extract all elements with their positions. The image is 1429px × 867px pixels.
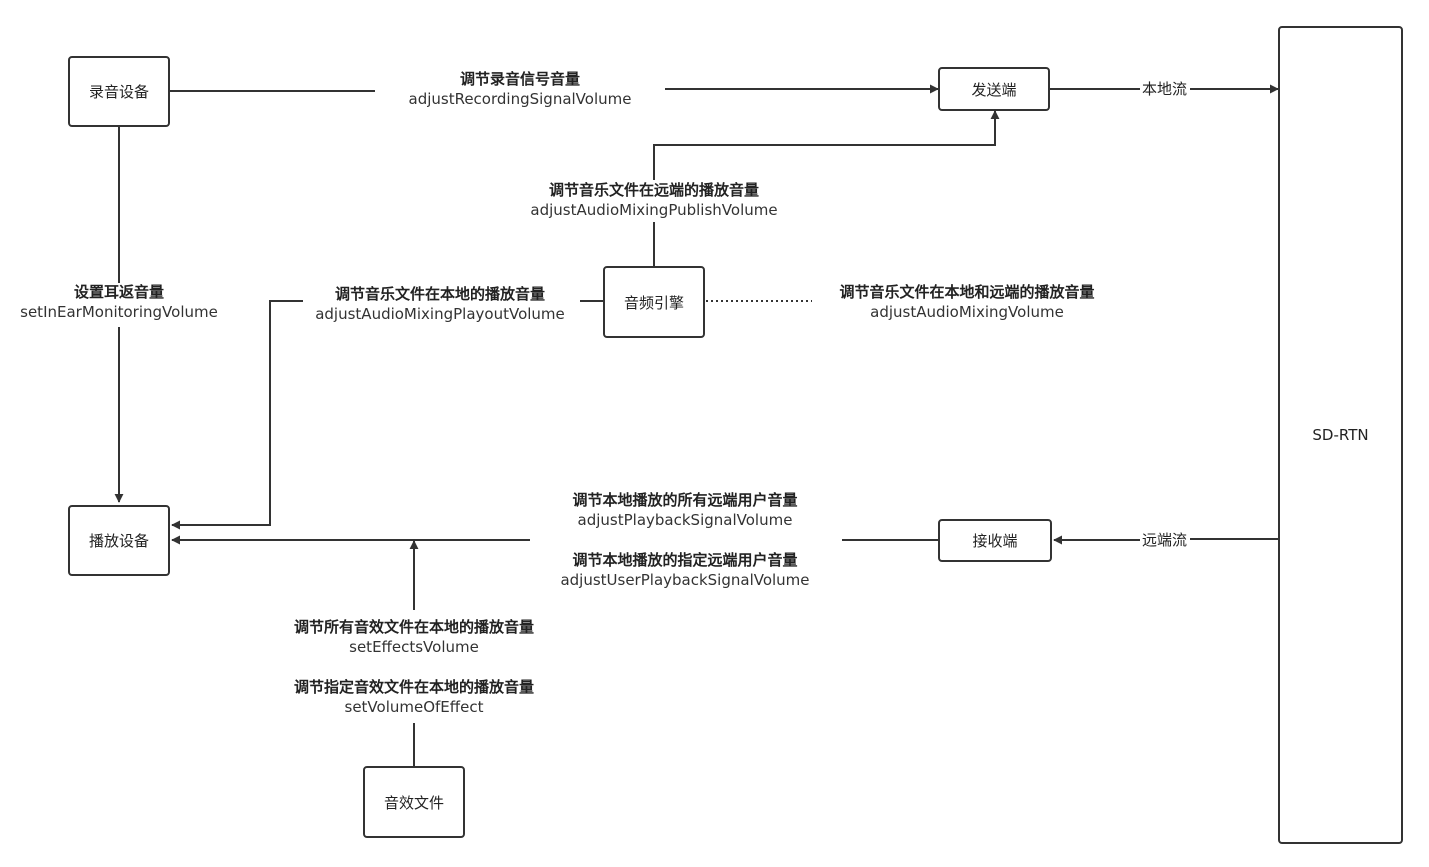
recording-device-node: 录音设备 <box>68 56 170 127</box>
api-en-label: adjustPlaybackSignalVolume <box>577 511 793 529</box>
api-audio-mixing-playout-volume: 调节音乐文件在本地的播放音量 adjustAudioMixingPlayoutV… <box>305 284 575 324</box>
api-en-label: adjustAudioMixingVolume <box>870 303 1064 321</box>
api-audio-mixing-volume: 调节音乐文件在本地和远端的播放音量 adjustAudioMixingVolum… <box>816 282 1118 322</box>
api-recording-signal-volume: 调节录音信号音量 adjustRecordingSignalVolume <box>380 69 660 109</box>
api-zh-label: 调节本地播放的所有远端用户音量 <box>572 491 798 509</box>
api-zh-label: 调节音乐文件在本地的播放音量 <box>334 285 545 303</box>
receiver-node: 接收端 <box>938 519 1052 562</box>
api-in-ear-monitoring-volume: 设置耳返音量 setInEarMonitoringVolume <box>4 282 234 322</box>
api-zh-label: 调节音乐文件在远端的播放音量 <box>548 181 759 199</box>
api-zh-label: 调节录音信号音量 <box>459 70 580 88</box>
playback-device-node: 播放设备 <box>68 505 170 576</box>
api-en-label: adjustUserPlaybackSignalVolume <box>560 571 810 589</box>
api-playback-signal-volume: 调节本地播放的所有远端用户音量 adjustPlaybackSignalVolu… <box>535 490 835 530</box>
local-stream-label: 本地流 <box>1141 79 1189 99</box>
api-en-label: adjustAudioMixingPublishVolume <box>530 201 778 219</box>
api-zh-label: 调节本地播放的指定远端用户音量 <box>572 551 798 569</box>
api-en-label: adjustRecordingSignalVolume <box>408 90 632 108</box>
edge-engine-to-sender-b <box>653 110 1000 180</box>
api-zh-label: 调节指定音效文件在本地的播放音量 <box>293 678 534 696</box>
api-en-label: setEffectsVolume <box>349 638 479 656</box>
sd-rtn-node: SD-RTN <box>1278 26 1403 844</box>
effect-file-node: 音效文件 <box>363 766 465 838</box>
api-zh-label: 设置耳返音量 <box>73 283 164 301</box>
edge-engine-to-playback-b <box>171 300 303 530</box>
api-zh-label: 调节音乐文件在本地和远端的播放音量 <box>839 283 1095 301</box>
api-zh-label: 调节所有音效文件在本地的播放音量 <box>293 618 534 636</box>
remote-stream-label: 远端流 <box>1141 530 1189 550</box>
sender-node: 发送端 <box>938 67 1050 111</box>
api-audio-mixing-publish-volume: 调节音乐文件在远端的播放音量 adjustAudioMixingPublishV… <box>509 180 799 220</box>
api-en-label: setVolumeOfEffect <box>344 698 484 716</box>
api-user-playback-signal-volume: 调节本地播放的指定远端用户音量 adjustUserPlaybackSignal… <box>535 550 835 590</box>
api-volume-of-effect: 调节指定音效文件在本地的播放音量 setVolumeOfEffect <box>270 677 558 717</box>
audio-engine-node: 音频引擎 <box>603 266 705 338</box>
api-en-label: adjustAudioMixingPlayoutVolume <box>315 305 565 323</box>
api-effects-volume: 调节所有音效文件在本地的播放音量 setEffectsVolume <box>270 617 558 657</box>
api-en-label: setInEarMonitoringVolume <box>20 303 218 321</box>
